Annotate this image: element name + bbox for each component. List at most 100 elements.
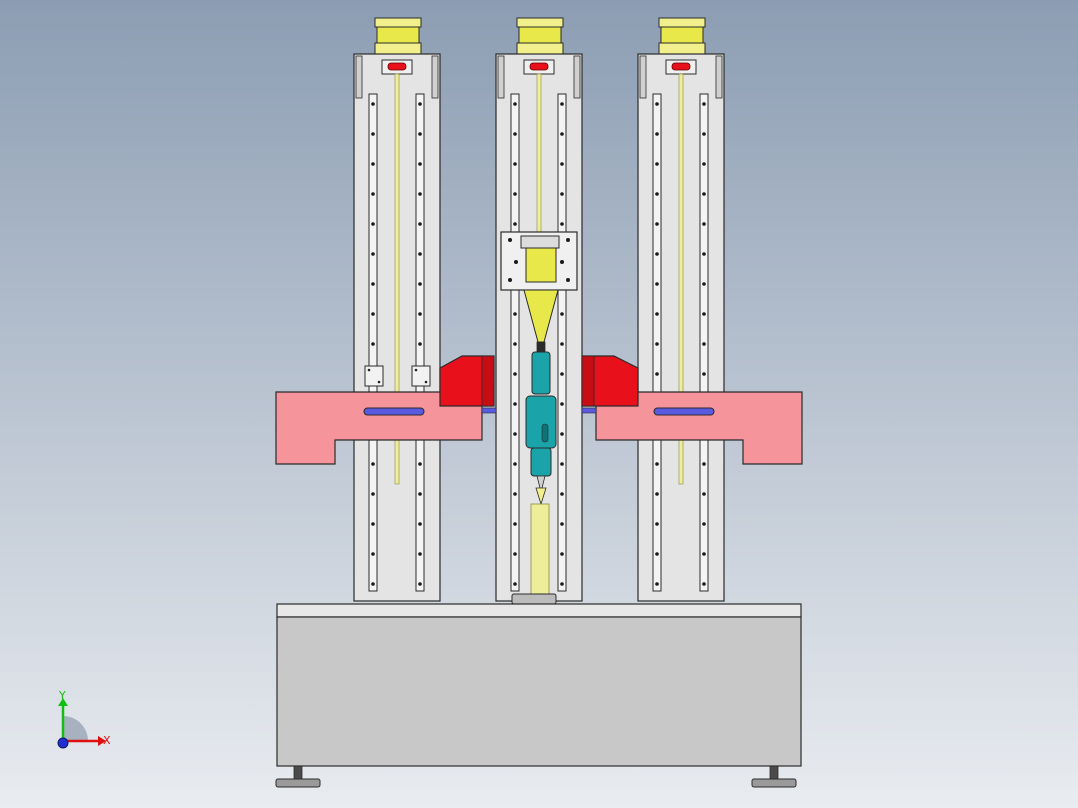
tool-tip (536, 475, 546, 493)
rail-hole (418, 522, 422, 526)
rail-hole (371, 222, 375, 226)
rail-hole (371, 192, 375, 196)
top-cap-flange (374, 42, 422, 55)
triad-sector (63, 716, 88, 741)
rail-hole (655, 252, 659, 256)
base-top-plate (276, 603, 802, 618)
rail-hole (560, 492, 564, 496)
bearing-ring (387, 62, 407, 71)
rail-hole (513, 552, 517, 556)
rail-hole (702, 372, 706, 376)
frame-side (639, 55, 647, 99)
x-axis-arrow (98, 736, 106, 746)
arm-link (581, 407, 597, 414)
carriage-block (364, 365, 384, 387)
rail-hole (371, 552, 375, 556)
lead-screw (678, 73, 684, 485)
rail-hole (655, 462, 659, 466)
rail-hole (560, 342, 564, 346)
right-foot (751, 765, 797, 788)
collet (536, 341, 546, 353)
frame-side (355, 55, 363, 99)
rail-hole (702, 192, 706, 196)
rail-hole (702, 342, 706, 346)
rail-hole (560, 462, 564, 466)
arm-body (595, 391, 803, 465)
plate-hole (566, 238, 570, 242)
rail-hole (513, 192, 517, 196)
rail-hole (560, 102, 564, 106)
ram-base (511, 593, 557, 605)
axis-y-label: Y (59, 689, 66, 702)
rail-hole (655, 282, 659, 286)
rail-hole (560, 432, 564, 436)
bolt (414, 368, 418, 372)
arm-link (481, 407, 497, 414)
rail-hole (702, 222, 706, 226)
rail-hole (371, 342, 375, 346)
rail-hole (418, 252, 422, 256)
holder-slot (541, 423, 549, 443)
yellow-ram (511, 487, 557, 605)
left-foot (275, 765, 321, 788)
rail-hole (702, 162, 706, 166)
rail-hole (418, 462, 422, 466)
plate-hole (508, 278, 512, 282)
bearing-ring (671, 62, 691, 71)
rail-hole (560, 132, 564, 136)
spindle-cone (500, 231, 578, 353)
foot-stem (769, 765, 779, 781)
frame-side (431, 55, 439, 99)
spindle-housing (525, 247, 557, 283)
rail-hole (655, 342, 659, 346)
plate-hole (508, 238, 512, 242)
plate-hole (560, 260, 564, 264)
arm-slot (653, 407, 715, 416)
bearing-ring (529, 62, 549, 71)
rail-hole (655, 522, 659, 526)
rail-hole (655, 192, 659, 196)
rail-hole (371, 492, 375, 496)
rail-hole (560, 162, 564, 166)
y-axis-arrow (58, 698, 68, 706)
rail-hole (371, 102, 375, 106)
rail-hole (513, 432, 517, 436)
rail-hole (371, 252, 375, 256)
rail-hole (655, 552, 659, 556)
rail-hole (418, 342, 422, 346)
foot-pad (751, 778, 797, 788)
left-red-motor (439, 355, 495, 407)
bolt (377, 380, 381, 384)
top-cap-flange (658, 42, 706, 55)
rail-hole (371, 162, 375, 166)
base-cabinet (276, 616, 802, 767)
rail-hole (513, 522, 517, 526)
rail-hole (560, 372, 564, 376)
rail-hole (655, 372, 659, 376)
rail-hole (560, 522, 564, 526)
rail-hole (513, 342, 517, 346)
rail-hole (702, 522, 706, 526)
rail-hole (702, 282, 706, 286)
teal-tool-holder (525, 351, 557, 493)
rail-hole (418, 282, 422, 286)
right-pink-arm (581, 391, 803, 465)
top-cap-flange (658, 17, 706, 28)
rail-hole (371, 312, 375, 316)
rail-hole (655, 102, 659, 106)
rail-hole (371, 522, 375, 526)
rail-hole (702, 492, 706, 496)
rail-hole (702, 312, 706, 316)
rail-hole (513, 102, 517, 106)
rail-hole (371, 282, 375, 286)
right-column (637, 17, 725, 602)
rail-hole (418, 222, 422, 226)
top-cap-flange (374, 17, 422, 28)
rail-hole (513, 402, 517, 406)
rail-hole (513, 132, 517, 136)
rail-hole (702, 552, 706, 556)
rail-hole (560, 582, 564, 586)
rail-hole (655, 132, 659, 136)
rail-hole (371, 582, 375, 586)
